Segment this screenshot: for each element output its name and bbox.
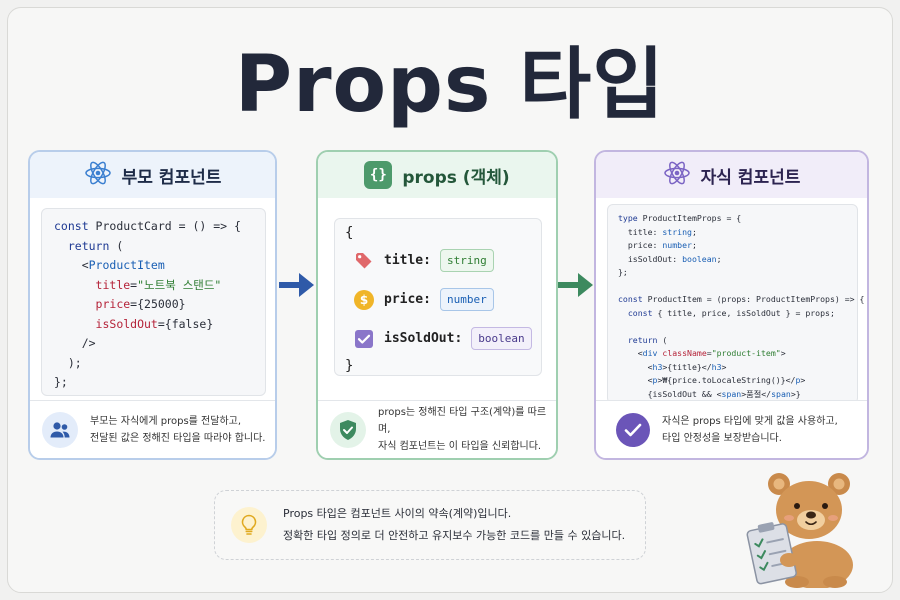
parent-code-line: /> — [54, 336, 96, 350]
child-code-line: }; — [618, 267, 628, 277]
close-brace: } — [345, 358, 354, 374]
coin-icon: $ — [353, 289, 375, 311]
child-card-title: 자식 컴포넌트 — [700, 167, 801, 188]
child-code-line: const ProductItem = (props: ProductItemP… — [618, 294, 865, 304]
child-code-line: <h3>{title}</h3> — [618, 361, 727, 372]
page-title: Props 타입 — [234, 40, 666, 130]
tag-icon — [353, 250, 375, 272]
react-icon — [84, 159, 112, 192]
parent-footer-line-2: 전달된 값은 정해진 타입을 따라야 합니다. — [90, 432, 266, 444]
props-card-title: props (객체) — [402, 167, 510, 188]
child-component-card: 자식 컴포넌트 type ProductItemProps = { title:… — [594, 150, 869, 460]
child-footer-line-1: 자식은 props 타입에 맞게 값을 사용하고, — [662, 415, 838, 427]
open-brace: { — [345, 225, 354, 241]
parent-code-line: <ProductItem — [54, 258, 165, 272]
props-object-box: { title: string $ price: number — [334, 218, 542, 376]
parent-code-line: ); — [54, 355, 82, 370]
checkbox-icon — [353, 328, 375, 350]
braces-icon: {} — [364, 161, 393, 189]
parent-footer-line-1: 부모는 자식에게 props를 전달하고, — [90, 415, 242, 427]
prop-name-price: price: — [384, 292, 431, 307]
prop-row-price: $ price: number — [345, 280, 541, 319]
child-code-block: type ProductItemProps = { title: string;… — [607, 204, 865, 439]
child-code-line: const { title, price, isSoldOut } = prop… — [627, 307, 835, 318]
bear-mascot-icon — [746, 473, 853, 588]
prop-name-issoldout: isSoldOut: — [384, 331, 463, 346]
child-code-line: return ( — [627, 334, 668, 345]
parent-card-title: 부모 컴포넌트 — [121, 167, 222, 188]
note-line-2: 정확한 타입 정의로 더 안전하고 유지보수 가능한 코드를 만들 수 있습니다… — [283, 529, 626, 542]
prop-type-number: number — [439, 288, 494, 311]
child-code-line: price: number; — [618, 240, 697, 250]
parent-code-block: const ProductCard = () => { return ( <Pr… — [41, 208, 266, 396]
prop-row-issoldout: isSoldOut: boolean — [345, 319, 541, 358]
users-icon — [42, 411, 78, 448]
props-footer-line-1: props는 정해진 타입 구조(계약)를 따르며, — [378, 407, 547, 435]
parent-card-header: 부모 컴포넌트 — [30, 152, 275, 198]
child-code-line: {isSoldOut && <span>품절</span>} — [618, 388, 801, 399]
child-code-line — [618, 320, 857, 334]
parent-code-line: return ( — [67, 238, 124, 253]
prop-name-title: title: — [384, 253, 431, 268]
parent-code-line: isSoldOut={false} — [95, 316, 214, 331]
arrow-right-icon — [558, 273, 593, 297]
child-code-line: title: string; — [618, 226, 697, 237]
parent-code-line: }; — [54, 375, 68, 389]
props-footer-line-2: 자식 컴포넌트는 이 타입을 신뢰합니다. — [378, 441, 542, 452]
child-card-header: 자식 컴포넌트 — [596, 152, 867, 198]
child-footer-line-2: 타입 안정성을 보장받습니다. — [662, 432, 782, 444]
props-object-card: {} props (객체) { title: string $ price: n… — [316, 150, 558, 460]
check-circle-icon — [616, 412, 650, 447]
lightbulb-icon — [231, 507, 267, 543]
parent-card-footer: 부모는 자식에게 props를 전달하고, 전달된 값은 정해진 타입을 따라야… — [30, 400, 275, 458]
props-card-footer: props는 정해진 타입 구조(계약)를 따르며, 자식 컴포넌트는 이 타입… — [318, 400, 556, 458]
prop-type-string: string — [439, 249, 494, 272]
prop-row-title: title: string — [345, 241, 541, 280]
child-code-line: isSoldOut: boolean; — [618, 253, 722, 264]
parent-code-line: const ProductCard = () => { — [54, 219, 241, 233]
child-code-line — [618, 280, 857, 294]
child-code-line: <p>₩{price.toLocaleString()}</p> — [618, 375, 806, 385]
parent-component-card: 부모 컴포넌트 const ProductCard = () => { retu… — [28, 150, 277, 460]
parent-code-line: price={25000} — [95, 297, 186, 311]
shield-check-icon — [330, 411, 366, 448]
note-line-1: Props 타입은 컴포넌트 사이의 약속(계약)입니다. — [283, 507, 512, 520]
child-card-footer: 자식은 props 타입에 맞게 값을 사용하고, 타입 안정성을 보장받습니다… — [596, 400, 867, 458]
coin-symbol: $ — [354, 289, 374, 310]
child-code-line: type ProductItemProps = { — [618, 213, 742, 223]
child-code-line: <div className="product-item"> — [618, 348, 786, 358]
prop-type-boolean: boolean — [471, 327, 532, 350]
summary-note: Props 타입은 컴포넌트 사이의 약속(계약)입니다. 정확한 타입 정의로… — [214, 490, 646, 560]
parent-code-line: title="노트북 스탠드" — [95, 277, 222, 292]
react-icon — [663, 159, 691, 192]
arrow-right-icon — [279, 273, 314, 297]
props-card-header: {} props (객체) — [318, 152, 556, 198]
